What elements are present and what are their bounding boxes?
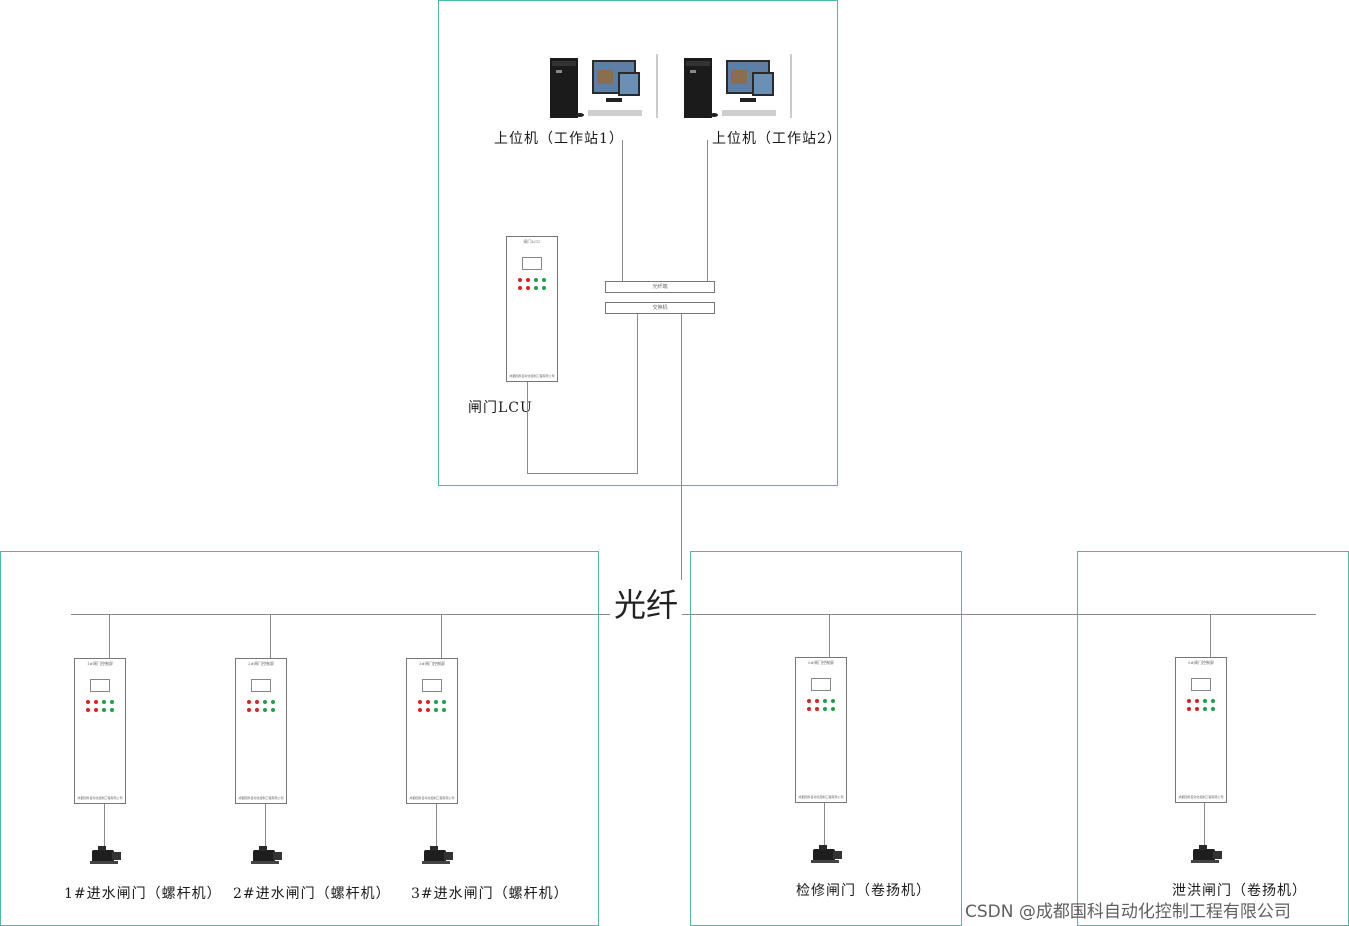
flood-gate-indicator-lights [1187, 699, 1217, 711]
gate-3-label: 3#进水闸门（螺杆机） [411, 883, 569, 903]
network-switch: 交换机 [605, 302, 715, 314]
lcu-link-bottom [527, 473, 638, 474]
gate-2-motor-link [265, 804, 266, 846]
csdn-watermark: CSDN @成都国科自动化控制工程有限公司 [965, 897, 1291, 922]
flood-gate-motor-icon [1189, 843, 1225, 865]
gate-2-drop [270, 614, 271, 658]
gate-1-label: 1#进水闸门（螺杆机） [64, 883, 222, 903]
gate-2-screen [251, 679, 271, 692]
gate-3-screen [422, 679, 442, 692]
gate-1-indicator-lights [86, 700, 116, 712]
gate-1-motor-icon [88, 844, 124, 866]
workstation-1-link [622, 140, 623, 281]
workstation-1-label: 上位机（工作站1） [494, 128, 624, 148]
gate-3-motor-icon [420, 844, 456, 866]
lcu-cabinet: 闸门LCU 成都国科自动化控制工程有限公司 [506, 236, 558, 382]
gate-3-cabinet: 3#闸门控制屏 成都国科自动化控制工程有限公司 [406, 658, 458, 804]
maintenance-gate-cabinet: 5#闸门控制屏 成都国科自动化控制工程有限公司 [795, 657, 847, 803]
lcu-link-down [527, 382, 528, 474]
workstation-2-computer-icon [680, 52, 792, 120]
flood-gate-cabinet: 5#闸门控制屏 成都国科自动化控制工程有限公司 [1175, 657, 1227, 803]
gate-2-motor-icon [249, 844, 285, 866]
maintenance-gate-drop [829, 614, 830, 657]
flood-gate-cabinet-title: 5#闸门控制屏 [1176, 660, 1226, 666]
maintenance-gate-label: 检修闸门（卷扬机） [796, 880, 931, 900]
gate-1-screen [90, 679, 110, 692]
gate-1-cabinet-footer: 成都国科自动化控制工程有限公司 [75, 796, 125, 800]
switch-to-fiber-link [681, 314, 682, 614]
gate-2-cabinet-title: 2#闸门控制屏 [236, 661, 286, 667]
maintenance-gate-screen [811, 678, 831, 691]
gate-2-indicator-lights [247, 700, 277, 712]
maintenance-gate-indicator-lights [807, 699, 837, 711]
gate-1-drop [109, 614, 110, 658]
gate-1-motor-link [104, 804, 105, 846]
gate-1-cabinet: 1#闸门控制屏 成都国科自动化控制工程有限公司 [74, 658, 126, 804]
gate-3-drop [441, 614, 442, 658]
workstation-2-label: 上位机（工作站2） [712, 128, 842, 148]
workstation-2-link [707, 140, 708, 281]
lcu-cabinet-title: 闸门LCU [507, 239, 557, 245]
lcu-indicator-lights [518, 278, 548, 290]
maintenance-gate-cabinet-footer: 成都国科自动化控制工程有限公司 [796, 795, 846, 799]
gate-2-label: 2#进水闸门（螺杆机） [233, 883, 391, 903]
lcu-label: 闸门LCU [468, 397, 533, 417]
maintenance-gate-motor-icon [809, 843, 845, 865]
lcu-link-up [637, 314, 638, 474]
fiber-bus [71, 614, 1316, 615]
flood-gate-cabinet-footer: 成都国科自动化控制工程有限公司 [1176, 795, 1226, 799]
flood-gate-motor-link [1204, 803, 1205, 845]
gate-2-cabinet-footer: 成都国科自动化控制工程有限公司 [236, 796, 286, 800]
fiber-transceiver: 光纤端 [605, 281, 715, 293]
gate-3-cabinet-footer: 成都国科自动化控制工程有限公司 [407, 796, 457, 800]
maintenance-gate-cabinet-title: 5#闸门控制屏 [796, 660, 846, 666]
maintenance-gate-motor-link [824, 803, 825, 845]
gate-3-motor-link [436, 804, 437, 846]
workstation-1-computer-icon [546, 52, 658, 120]
flood-gate-drop [1210, 614, 1211, 657]
fiber-label: 光纤 [610, 580, 682, 626]
gate-3-cabinet-title: 3#闸门控制屏 [407, 661, 457, 667]
flood-gate-screen [1191, 678, 1211, 691]
gate-1-cabinet-title: 1#闸门控制屏 [75, 661, 125, 667]
lcu-screen [522, 257, 542, 270]
gate-2-cabinet: 2#闸门控制屏 成都国科自动化控制工程有限公司 [235, 658, 287, 804]
lcu-cabinet-footer: 成都国科自动化控制工程有限公司 [507, 374, 557, 378]
gate-3-indicator-lights [418, 700, 448, 712]
